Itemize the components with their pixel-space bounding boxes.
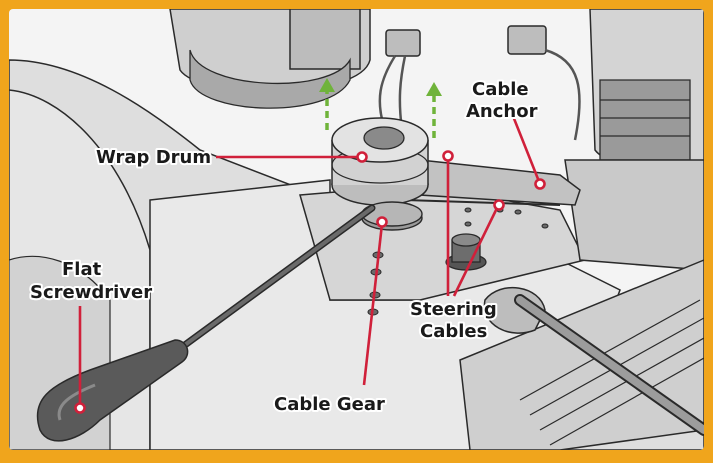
callout-dots [74, 150, 546, 414]
right-bracket [564, 159, 704, 271]
ribbed-rail [459, 258, 704, 450]
up-arrow-icon [319, 78, 335, 130]
bellows-ridges [600, 99, 690, 137]
motor-collar [189, 49, 351, 109]
leader-steering-cables-b [452, 205, 500, 297]
label-flat-screwdriver-line1: Flat [62, 259, 102, 280]
rod-highlight [516, 296, 704, 434]
label-cable-anchor-line2: Anchor [466, 101, 538, 122]
right-wires [544, 48, 581, 141]
label-cable-anchor-line1: Cable [472, 79, 529, 100]
left-connector [385, 29, 421, 57]
flat-screwdriver [36, 204, 376, 442]
up-arrow-icon [426, 82, 442, 138]
steering-cable-lower [404, 199, 561, 206]
leader-cable-gear [362, 223, 384, 386]
label-flat-screwdriver-line2: Screwdriver [30, 282, 152, 303]
right-bellows [599, 79, 691, 161]
label-steering-cables-line2: Cables [420, 321, 487, 342]
hex-bolt [445, 233, 487, 271]
label-steering-cables-line1: Steering [410, 299, 497, 320]
wrap-drum [331, 117, 429, 206]
label-wrap-drum: Wrap Drum [96, 147, 211, 168]
leader-cable-anchor [484, 114, 542, 185]
label-cable-gear: Cable Gear [274, 394, 385, 415]
right-connector [507, 25, 547, 55]
leader-lines [78, 114, 542, 406]
illustration [9, 9, 704, 450]
motor-bracket [289, 9, 361, 70]
